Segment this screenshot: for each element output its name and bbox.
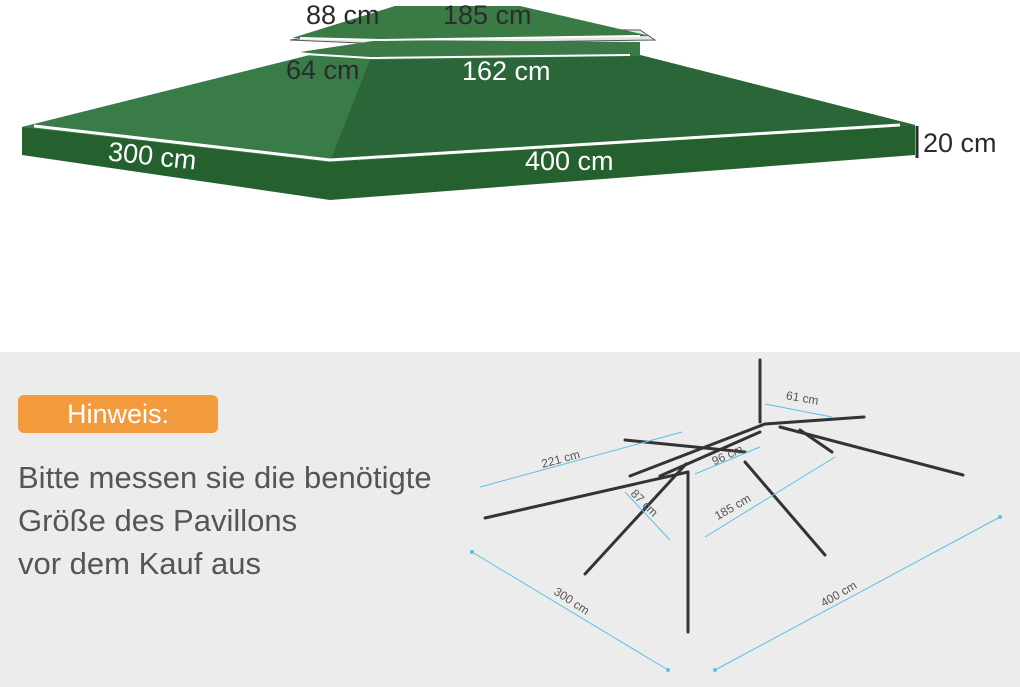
canopy-top-tier <box>292 6 650 40</box>
dim-tick-300b <box>666 668 670 672</box>
dim-line-221 <box>479 431 683 488</box>
hint-line-3: vor dem Kauf aus <box>18 546 261 581</box>
frame-leg-left <box>583 462 688 576</box>
hint-badge: Hinweis: <box>18 395 218 433</box>
frame-rafter-left <box>483 470 690 520</box>
canopy-valance <box>22 125 915 200</box>
dim-length: 400 cm <box>525 146 614 176</box>
dim-tick-400a <box>713 668 717 672</box>
hint-line-1: Bitte messen sie die benötigte <box>18 460 432 495</box>
frame-rafter-upper-right <box>763 415 866 426</box>
dim-line-300 <box>471 551 669 671</box>
canopy-top-edge <box>299 35 641 42</box>
canopy-mid-edge <box>304 53 631 60</box>
canopy-edge-line <box>33 123 901 162</box>
frame-leg-right <box>743 460 827 557</box>
dim-top-length: 185 cm <box>443 0 532 30</box>
frame-ridge <box>628 422 767 478</box>
product-canopy-panel: 88 cm 185 cm 64 cm 162 cm 300 cm 400 cm … <box>22 0 997 200</box>
hint-text: Bitte messen sie die benötigte Größe des… <box>18 456 458 585</box>
dim-tick-300a <box>470 550 474 554</box>
dim-height: 20 cm <box>923 128 997 158</box>
dim-mid-length: 162 cm <box>462 56 551 86</box>
frame-diagram <box>470 358 1002 672</box>
frame-brace <box>798 428 834 454</box>
dim-line-96 <box>694 446 761 475</box>
dim-line-400 <box>714 516 1001 671</box>
dim-line-87 <box>624 491 671 541</box>
dim-line-61 <box>764 403 833 418</box>
dim-mid-width: 64 cm <box>286 55 360 85</box>
canopy-illustration <box>22 6 919 200</box>
dim-line-185 <box>704 456 836 538</box>
dim-tick-400b <box>998 515 1002 519</box>
dim-top-width: 88 cm <box>306 0 380 30</box>
frame-rafter-right <box>778 425 965 477</box>
canopy-roof-front-face <box>330 55 915 162</box>
hint-line-2: Größe des Pavillons <box>18 503 298 538</box>
frame-ridge-2 <box>658 430 762 478</box>
